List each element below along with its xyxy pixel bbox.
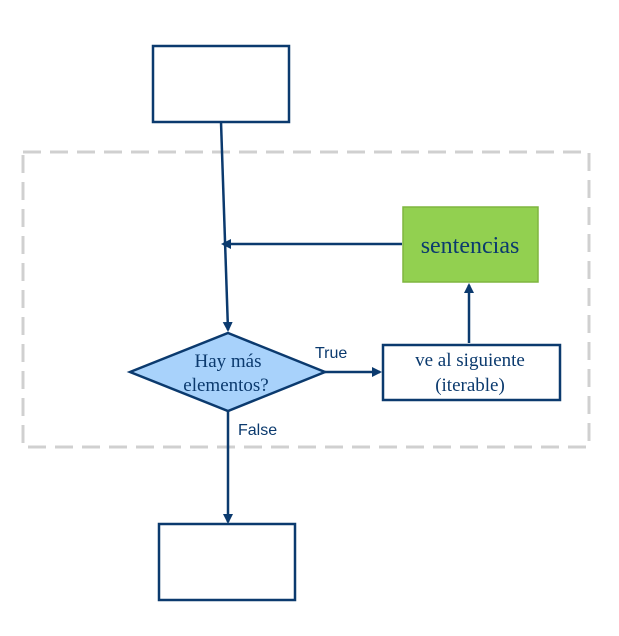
statements-box [402,206,539,283]
decision-label-line2: elementos? [183,375,268,396]
true-edge-label: True [315,345,347,362]
decision-label-line1: Hay más [194,351,261,372]
start-box [151,44,291,124]
end-box [157,522,297,602]
next-item-label-line1: ve al siguiente [415,350,525,371]
next-item-box [381,343,562,402]
arrow-start-to-decision [219,121,233,332]
next-item-label-line2: (iterable) [435,375,505,396]
decision-diamond [126,331,329,413]
false-edge-label: False [238,422,277,439]
statements-label: sentencias [421,233,520,259]
loop-region [21,150,591,449]
